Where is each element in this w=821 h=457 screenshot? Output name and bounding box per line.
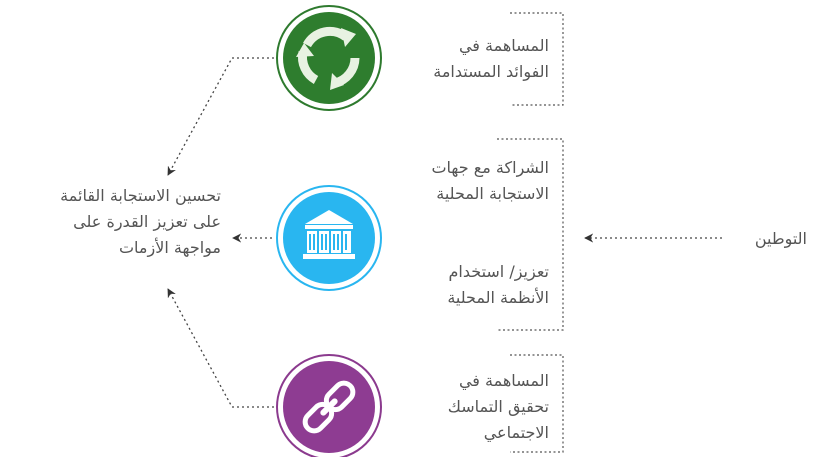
connector-top-to-outcome [167,57,274,176]
note-line: تحقيق التماسك [447,397,549,416]
recycle-icon [296,26,360,90]
sustainable-circle [276,5,382,111]
connector-bottom-to-outcome [167,288,274,408]
note-cohesion: المساهمة في تحقيق التماسك الاجتماعي [448,368,549,446]
bracket-local [497,138,564,331]
outcome-line: مواجهة الأزمات [118,238,221,257]
source-label: التوطين [754,229,807,248]
bracket-cohesion [510,354,564,453]
cohesion-circle [276,354,382,457]
note-local-partnership: الشراكة مع جهات الاستجابة المحلية [431,155,549,207]
outcome-text: تحسين الاستجابة القائمة على تعزيز القدرة… [60,183,221,261]
outcome-line: تحسين الاستجابة القائمة [60,186,221,205]
note-local-systems: تعزيز/ استخدام الأنظمة المحلية [447,259,549,311]
local-circle [276,185,382,291]
note-line: الفوائد المستدامة [433,62,549,81]
outcome-line: على تعزيز القدرة على [73,212,221,231]
institution-building-icon [303,210,355,259]
note-sustainable: المساهمة في الفوائد المستدامة [433,33,549,85]
note-line: الاجتماعي [483,423,549,442]
note-line: المساهمة في [458,371,549,390]
note-line: الأنظمة المحلية [447,288,549,307]
chain-link-icon [302,380,356,434]
note-line: الشراكة مع جهات [431,158,549,177]
note-line: تعزيز/ استخدام [448,262,549,281]
note-line: المساهمة في [458,36,549,55]
note-line: الاستجابة المحلية [436,184,549,203]
bracket-sustainable [510,12,564,106]
